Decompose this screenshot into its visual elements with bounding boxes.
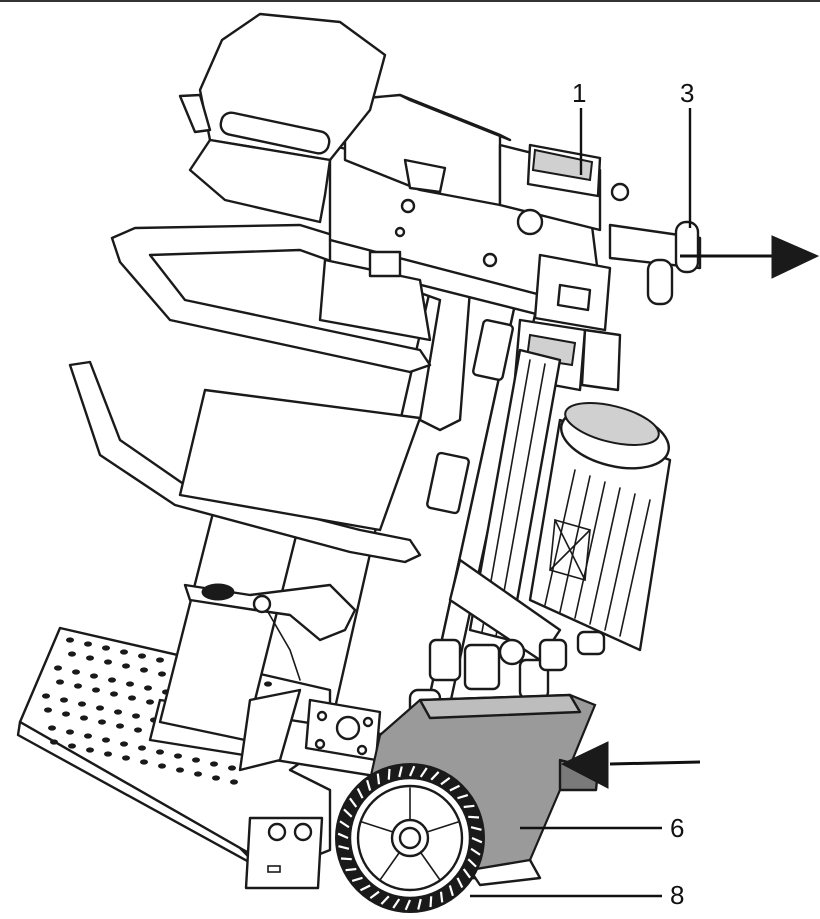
electric-motor	[528, 402, 672, 656]
callout-1: 1	[572, 78, 587, 108]
callout-8: 8	[670, 880, 685, 910]
arrow-right	[680, 235, 820, 279]
arrow-left	[560, 741, 701, 789]
lower-safety-handle	[68, 360, 470, 564]
wheel	[335, 763, 485, 913]
wheel-tread	[337, 765, 483, 911]
control-lever	[183, 583, 357, 681]
foot-pedal-box	[244, 816, 324, 890]
carry-handle	[178, 12, 387, 224]
right-lever-shaft	[608, 182, 702, 306]
callout-6: 6	[670, 813, 685, 843]
callout-3: 3	[680, 78, 695, 108]
